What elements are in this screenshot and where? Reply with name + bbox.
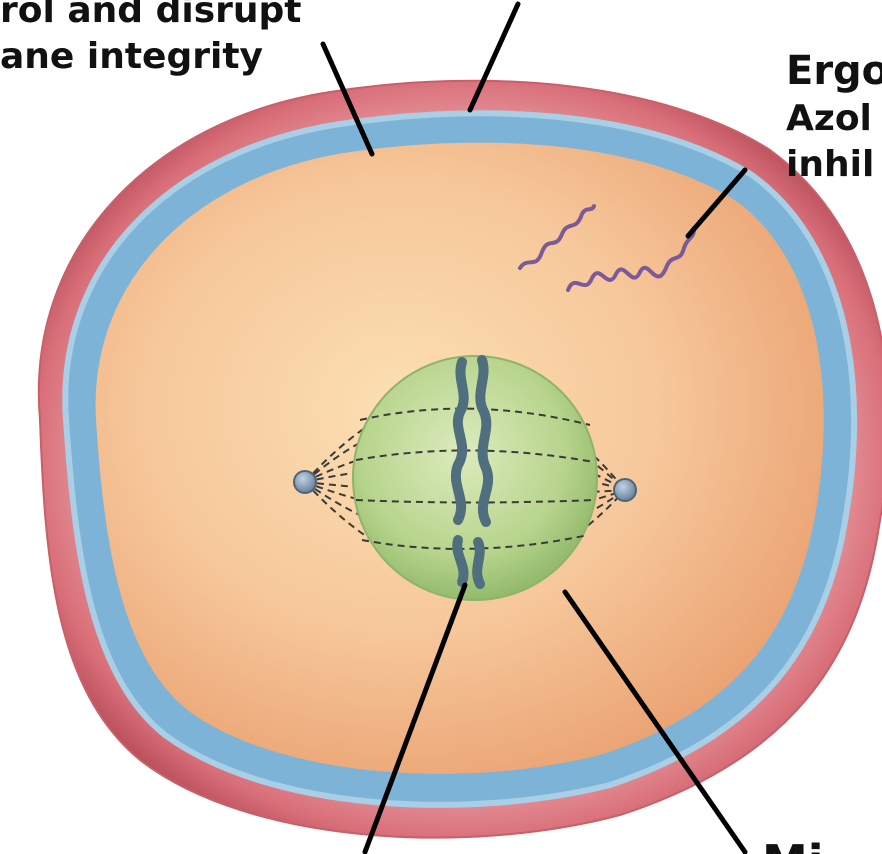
- label-right-line1: Ergo: [786, 48, 882, 94]
- label-bottom-right: Mi: [762, 835, 824, 854]
- spindle-pole-right: [614, 479, 636, 501]
- label-top-left-line2: ane integrity: [0, 36, 263, 77]
- label-top-left-line1: rol and disrupt: [0, 0, 301, 31]
- label-right-line2: Azol: [786, 98, 872, 139]
- label-right-line3: inhil: [786, 144, 874, 185]
- spindle-pole-left: [294, 471, 316, 493]
